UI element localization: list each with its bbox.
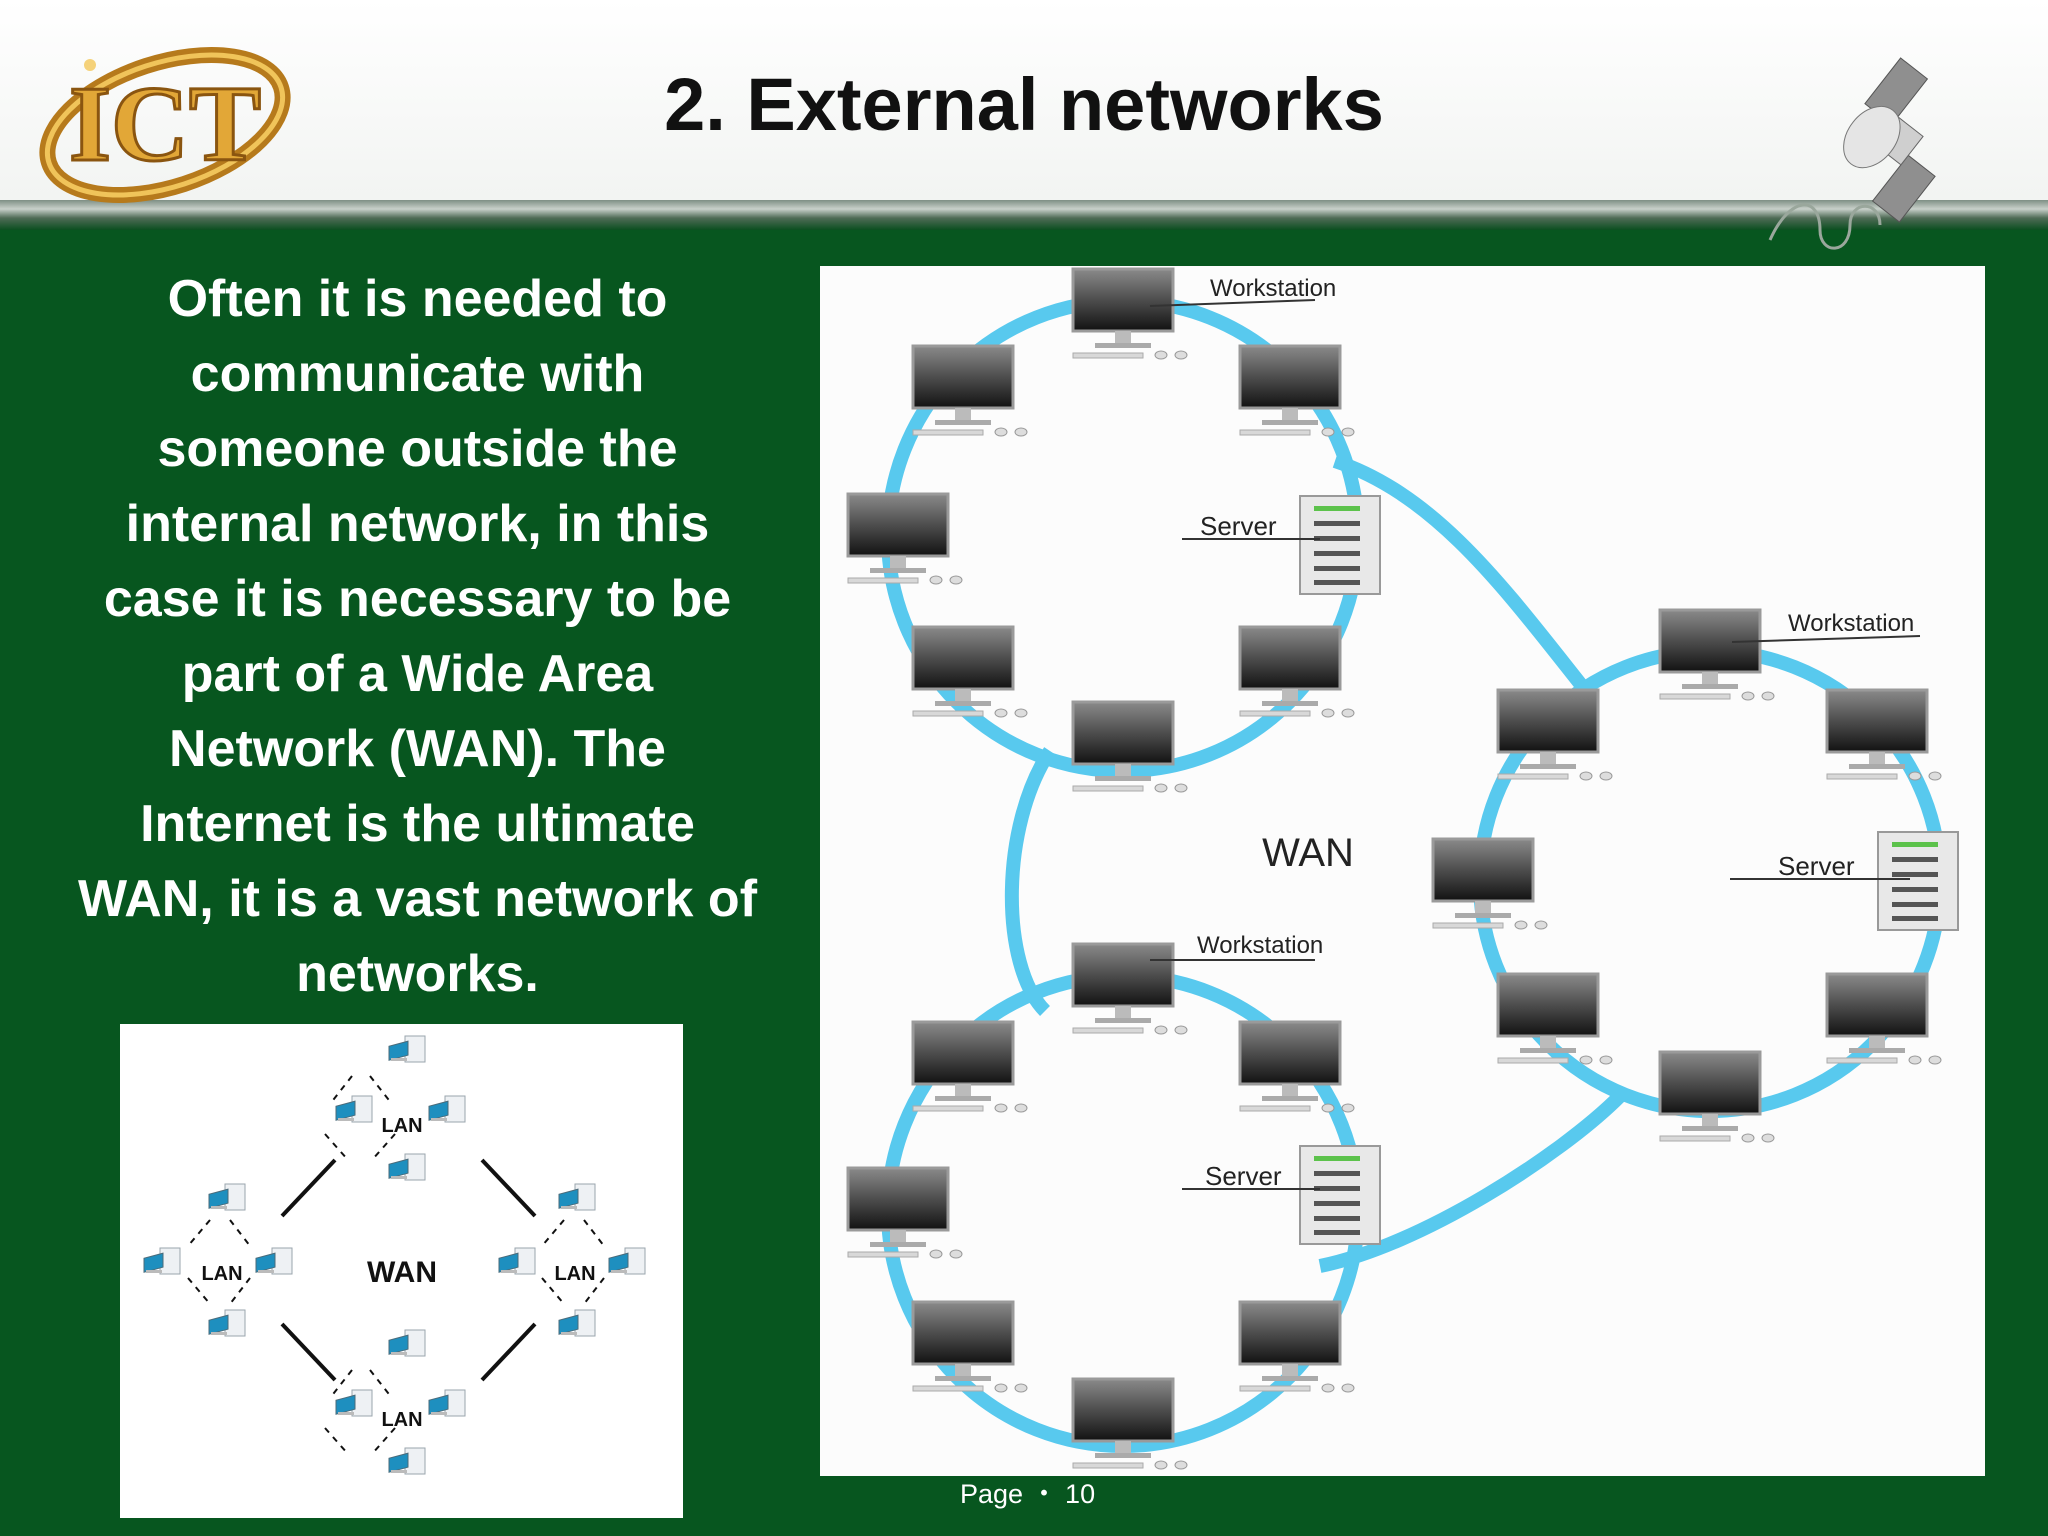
small-lan-label-left: LAN [201, 1263, 242, 1285]
wan-ring-diagram: Workstation Server Workstation Server Wo… [820, 266, 1985, 1476]
server-label-top: Server [1200, 511, 1277, 541]
workstation-label-right: Workstation [1788, 610, 1914, 637]
wan-link-left [1004, 747, 1056, 1016]
workstation-label-bottom: Workstation [1197, 932, 1323, 959]
small-lan-label-top: LAN [381, 1115, 422, 1137]
logo-sparkle-icon [84, 59, 96, 71]
body-paragraph: Often it is needed to communicate with s… [77, 270, 758, 1003]
workstation-label-top: Workstation [1210, 275, 1336, 302]
big-wan-label: WAN [1262, 831, 1354, 875]
server-label-bottom: Server [1205, 1161, 1282, 1191]
page-number: Page ・ 10 [960, 1479, 1096, 1509]
logo-text: ICT [69, 65, 261, 184]
satellite-icon [1768, 57, 1936, 250]
header-divider-stripe [0, 200, 2048, 230]
wan-link-bottom [1318, 1091, 1625, 1273]
small-lan-label-right: LAN [554, 1263, 595, 1285]
ict-logo: ICT [39, 47, 291, 203]
slide-header [0, 0, 2048, 200]
server-label-right: Server [1778, 851, 1855, 881]
small-wan-diagram: LAN LAN LAN LAN WAN [120, 1024, 683, 1518]
wan-link-top [1332, 454, 1596, 701]
small-wan-label: WAN [367, 1256, 437, 1289]
small-lan-label-bottom: LAN [381, 1409, 422, 1431]
slide-title: 2. External networks [664, 63, 1384, 146]
